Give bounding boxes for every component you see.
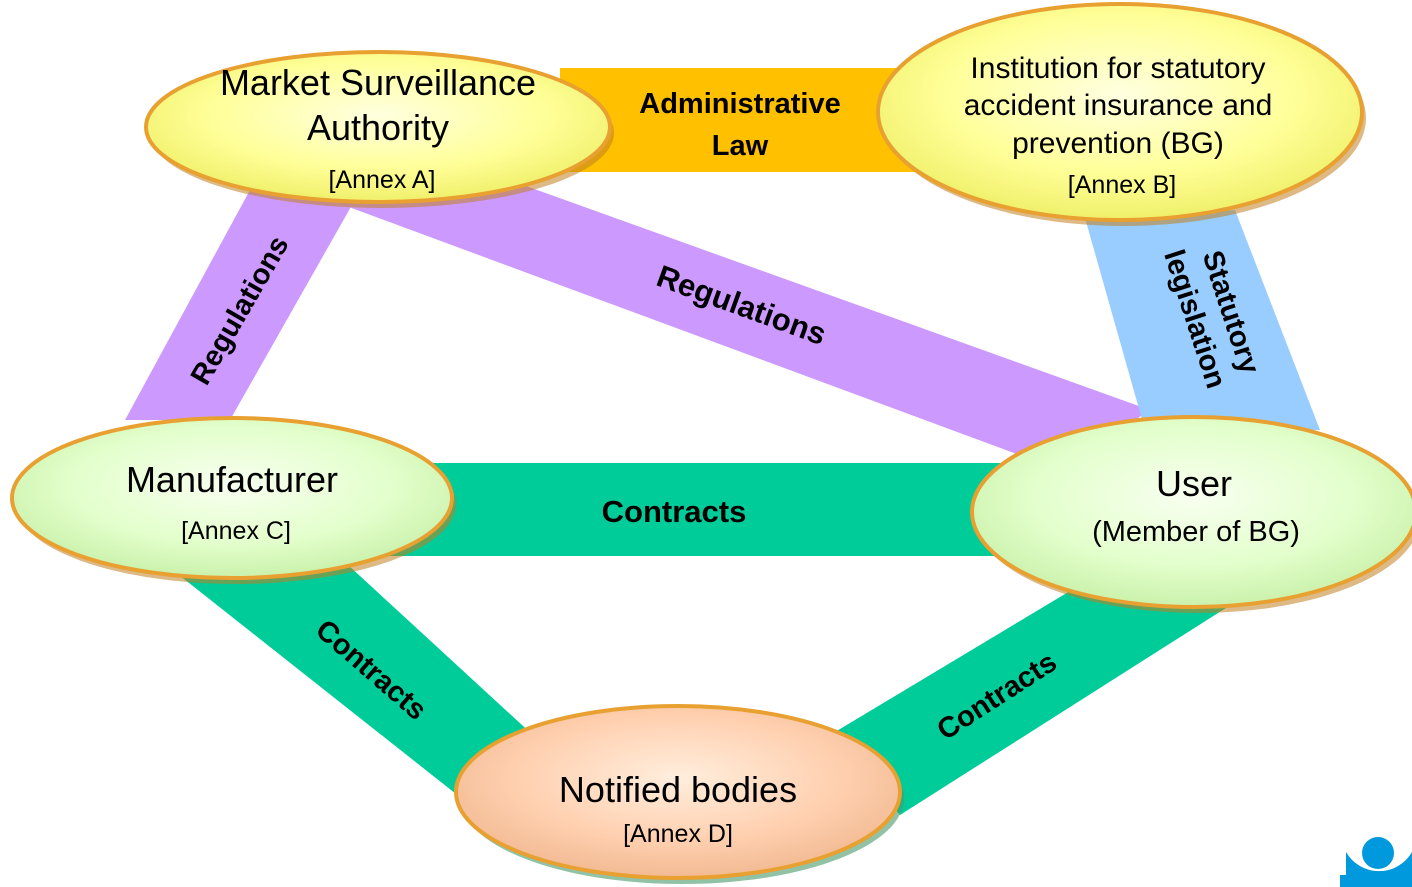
node-notified-bodies: Notified bodies [Annex D] [454,704,904,884]
msa-annex: [Annex A] [328,166,435,194]
institution-line3: prevention (BG) [1012,127,1224,160]
admin-law-label-line1: Administrative [639,88,840,120]
node-user: User (Member of BG) [970,415,1412,613]
statutory-band [1085,210,1320,430]
institution-line2: accident insurance and [964,89,1273,122]
admin-law-label-line2: Law [712,130,769,162]
institution-annex: [Annex B] [1068,171,1176,199]
contracts-band-user-notified [830,555,1270,815]
institution-line1: Institution for statutory [970,52,1265,85]
admin-law-band [560,68,930,172]
regulations-band-msa-user [330,130,1150,470]
node-market-surveillance-authority: Market Surveillance Authority [Annex A] [144,50,614,208]
msa-title-line2: Authority [307,107,449,148]
node-institution-bg: Institution for statutory accident insur… [876,2,1366,226]
notified-title: Notified bodies [559,769,797,810]
regulations-band-msa-manufacturer [125,190,352,420]
node-manufacturer: Manufacturer [Annex C] [10,416,456,584]
manufacturer-annex: [Annex C] [181,517,291,545]
user-subtitle: (Member of BG) [1092,516,1300,548]
msa-title-line1: Market Surveillance [220,62,536,103]
user-title: User [1156,463,1232,504]
bg-logo-icon [1340,837,1412,887]
contracts-label-middle: Contracts [602,494,747,529]
contracts-band-manufacturer-user [380,463,1000,556]
notified-annex: [Annex D] [623,820,733,848]
manufacturer-title: Manufacturer [126,459,338,500]
contracts-band-manufacturer-notified [160,530,560,805]
